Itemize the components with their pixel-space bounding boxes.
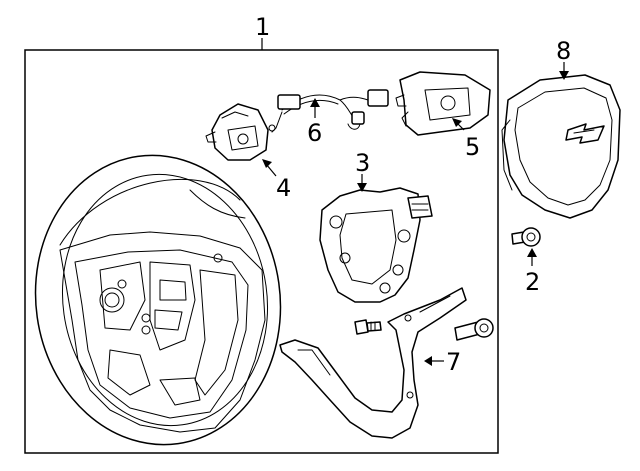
callout-8: 8 [556, 37, 571, 65]
bolt [454, 318, 494, 341]
lower-bezel [279, 287, 467, 439]
arrow-6 [310, 98, 320, 107]
callout-1: 1 [255, 13, 270, 41]
callout-5: 5 [465, 133, 480, 161]
arrow-5 [452, 118, 462, 127]
steering-wheel [34, 154, 282, 446]
arrow-2 [527, 248, 537, 257]
arrow-8 [559, 71, 569, 80]
switch-right [395, 71, 491, 136]
switch-bracket [319, 187, 433, 303]
callout-7: 7 [446, 348, 461, 376]
airbag-bolt [511, 227, 541, 247]
wire-harness [268, 89, 389, 133]
arrow-3 [357, 183, 367, 192]
callout-2: 2 [525, 268, 540, 296]
airbag-module [501, 74, 621, 219]
arrow-7 [424, 356, 432, 366]
switch-left [205, 103, 269, 161]
screw-small [354, 319, 382, 335]
callout-3: 3 [355, 149, 370, 177]
callout-6: 6 [307, 119, 322, 147]
arrow-4 [262, 159, 272, 168]
callout-4: 4 [276, 174, 291, 202]
